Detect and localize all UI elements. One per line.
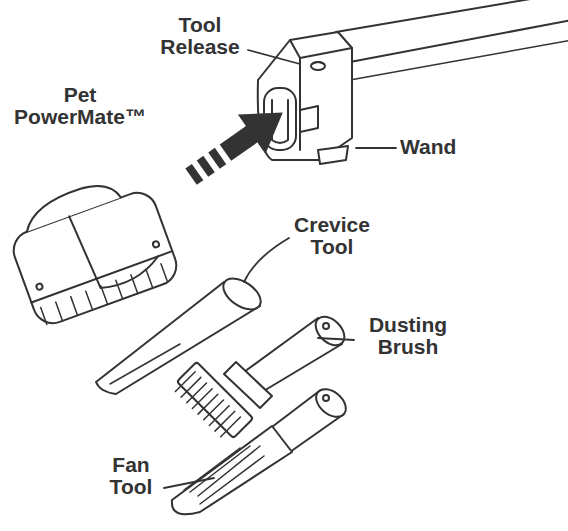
leader-line xyxy=(244,238,289,282)
part-label: Wand xyxy=(400,136,480,158)
part-label: Pet PowerMate™ xyxy=(14,84,146,128)
wand-head xyxy=(258,32,352,164)
leader-line xyxy=(318,338,354,340)
part-label: Tool Release xyxy=(150,14,250,58)
insert-arrow xyxy=(177,93,296,197)
leader-line xyxy=(164,478,214,488)
fan-tool xyxy=(172,384,351,515)
leader-line xyxy=(248,50,300,64)
leader-line xyxy=(356,147,396,149)
part-label: Crevice Tool xyxy=(284,214,380,258)
pet-powermate xyxy=(1,166,182,328)
part-label: Fan Tool xyxy=(96,454,166,498)
leader-lines xyxy=(164,50,396,488)
wand-tube xyxy=(336,0,568,80)
part-label: Dusting Brush xyxy=(356,314,460,358)
